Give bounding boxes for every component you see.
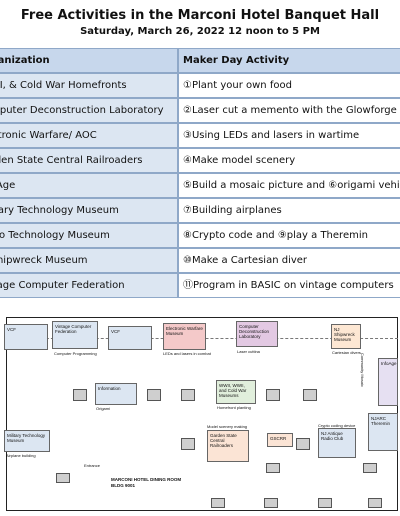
table-row: Military Technology Museum ⑦Building air… <box>0 198 400 223</box>
activity-cell: ⑦Building airplanes <box>178 198 400 223</box>
table-row: Computer Deconstruction Laboratory ②Lase… <box>0 98 400 123</box>
org-cell: Radio Technology Museum <box>0 223 178 248</box>
table-square <box>181 438 195 450</box>
room-military-technology: Military Technology Museum <box>4 430 50 452</box>
column-header-activity: Maker Day Activity <box>178 48 400 73</box>
table-row: Electronic Warfare/ AOC ③Using LEDs and … <box>0 123 400 148</box>
tag-origami: Origami <box>96 406 111 411</box>
room-computer-deconstruction: Computer Deconstruction Laboratory <box>236 321 278 347</box>
activity-cell: ⑪Program in BASIC on vintage computers <box>178 273 400 298</box>
table-square <box>266 389 280 401</box>
activity-cell: ⑧Crypto code and ⑨play a Theremin <box>178 223 400 248</box>
activity-cell: ⑩Make a Cartesian diver <box>178 248 400 273</box>
room-information: Information <box>95 383 137 405</box>
activity-cell: ①Plant your own food <box>178 73 400 98</box>
org-cell: Military Technology Museum <box>0 198 178 223</box>
table-row: Radio Technology Museum ⑧Crypto code and… <box>0 223 400 248</box>
activity-cell: ③Using LEDs and lasers in wartime <box>178 123 400 148</box>
table-square <box>147 389 161 401</box>
table-row: WWII, & Cold War Homefronts ①Plant your … <box>0 73 400 98</box>
table-square <box>266 463 280 473</box>
room-wwii-museums: WWII, WWII, and Cold War Museums <box>216 380 256 404</box>
table-square <box>363 463 377 473</box>
room-infoage: InfoAge <box>378 358 398 406</box>
hall-name: MARCONI HOTEL DINING ROOM <box>111 477 182 482</box>
table-square <box>368 498 382 508</box>
tag-laser-cutting: Laser cuttina <box>237 349 260 354</box>
room-gscrr: GSCRR <box>267 433 293 447</box>
room-radio-club: NJ Antique Radio Club <box>318 428 356 458</box>
activity-cell: ⑤Build a mosaic picture and ⑥origami veh… <box>178 173 400 198</box>
tag-model-scenery: Model scenery making <box>207 424 248 429</box>
floor-plan: VCF Vintage Computer Federation VCF Elec… <box>0 313 400 516</box>
room-garden-state: Garden State Central Railroaders <box>207 430 249 462</box>
tag-leds-lasers: LEDs and lasers in combat <box>163 351 211 356</box>
hall-building: BLDG 9001 <box>111 483 136 488</box>
column-header-organization: Organization <box>0 48 178 73</box>
table-square <box>318 498 332 508</box>
room-vcf-left: VCF <box>4 324 48 350</box>
activity-table: Organization Maker Day Activity WWII, & … <box>0 48 400 301</box>
table-square <box>303 389 317 401</box>
tag-community-mosaic: Community Mosaic <box>360 353 365 388</box>
room-vcf-right: VCF <box>108 326 152 350</box>
room-njarc-theremin: NJARC Theremin <box>368 413 398 451</box>
table-header-row: Organization Maker Day Activity <box>0 48 400 73</box>
table-row: NJ Shipwreck Museum ⑩Make a Cartesian di… <box>0 248 400 273</box>
org-cell: NJ Shipwreck Museum <box>0 248 178 273</box>
table-square <box>264 498 278 508</box>
table-row: Garden State Central Railroaders ④Make m… <box>0 148 400 173</box>
room-shipwreck: NJ Shipwreck Museum <box>331 324 361 349</box>
page-subtitle: Saturday, March 26, 2022 12 noon to 5 PM <box>80 26 320 37</box>
room-vcf-federation: Vintage Computer Federation <box>52 321 98 349</box>
table-square <box>181 389 195 401</box>
activity-cell: ④Make model scenery <box>178 148 400 173</box>
table-row: Vintage Computer Federation ⑪Program in … <box>0 273 400 298</box>
org-cell: WWII, & Cold War Homefronts <box>0 73 178 98</box>
tag-airplane-building: Airplane building <box>6 453 36 458</box>
org-cell: Electronic Warfare/ AOC <box>0 123 178 148</box>
org-cell: InfoAge <box>0 173 178 198</box>
table-row: InfoAge ⑤Build a mosaic picture and ⑥ori… <box>0 173 400 198</box>
table-square <box>296 438 310 450</box>
table-square <box>73 389 87 401</box>
tag-homefront-planting: Homefront planting <box>217 405 251 410</box>
tag-entrance: Entrance <box>84 463 101 468</box>
table-square <box>211 498 225 508</box>
room-electronic-warfare: Electronic Warfare Museum <box>163 323 206 350</box>
activity-cell: ②Laser cut a memento with the Glowforge <box>178 98 400 123</box>
org-cell: Vintage Computer Federation <box>0 273 178 298</box>
org-cell: Garden State Central Railroaders <box>0 148 178 173</box>
tag-computer-programming: Computer Programming <box>54 351 97 356</box>
org-cell: Computer Deconstruction Laboratory <box>0 98 178 123</box>
table-square <box>56 473 70 483</box>
tag-cartesian-divers: Cartesian divers <box>332 350 361 355</box>
page-title: Free Activities in the Marconi Hotel Ban… <box>20 8 380 23</box>
tag-crypto-coding: Crypto coding device <box>318 423 356 428</box>
